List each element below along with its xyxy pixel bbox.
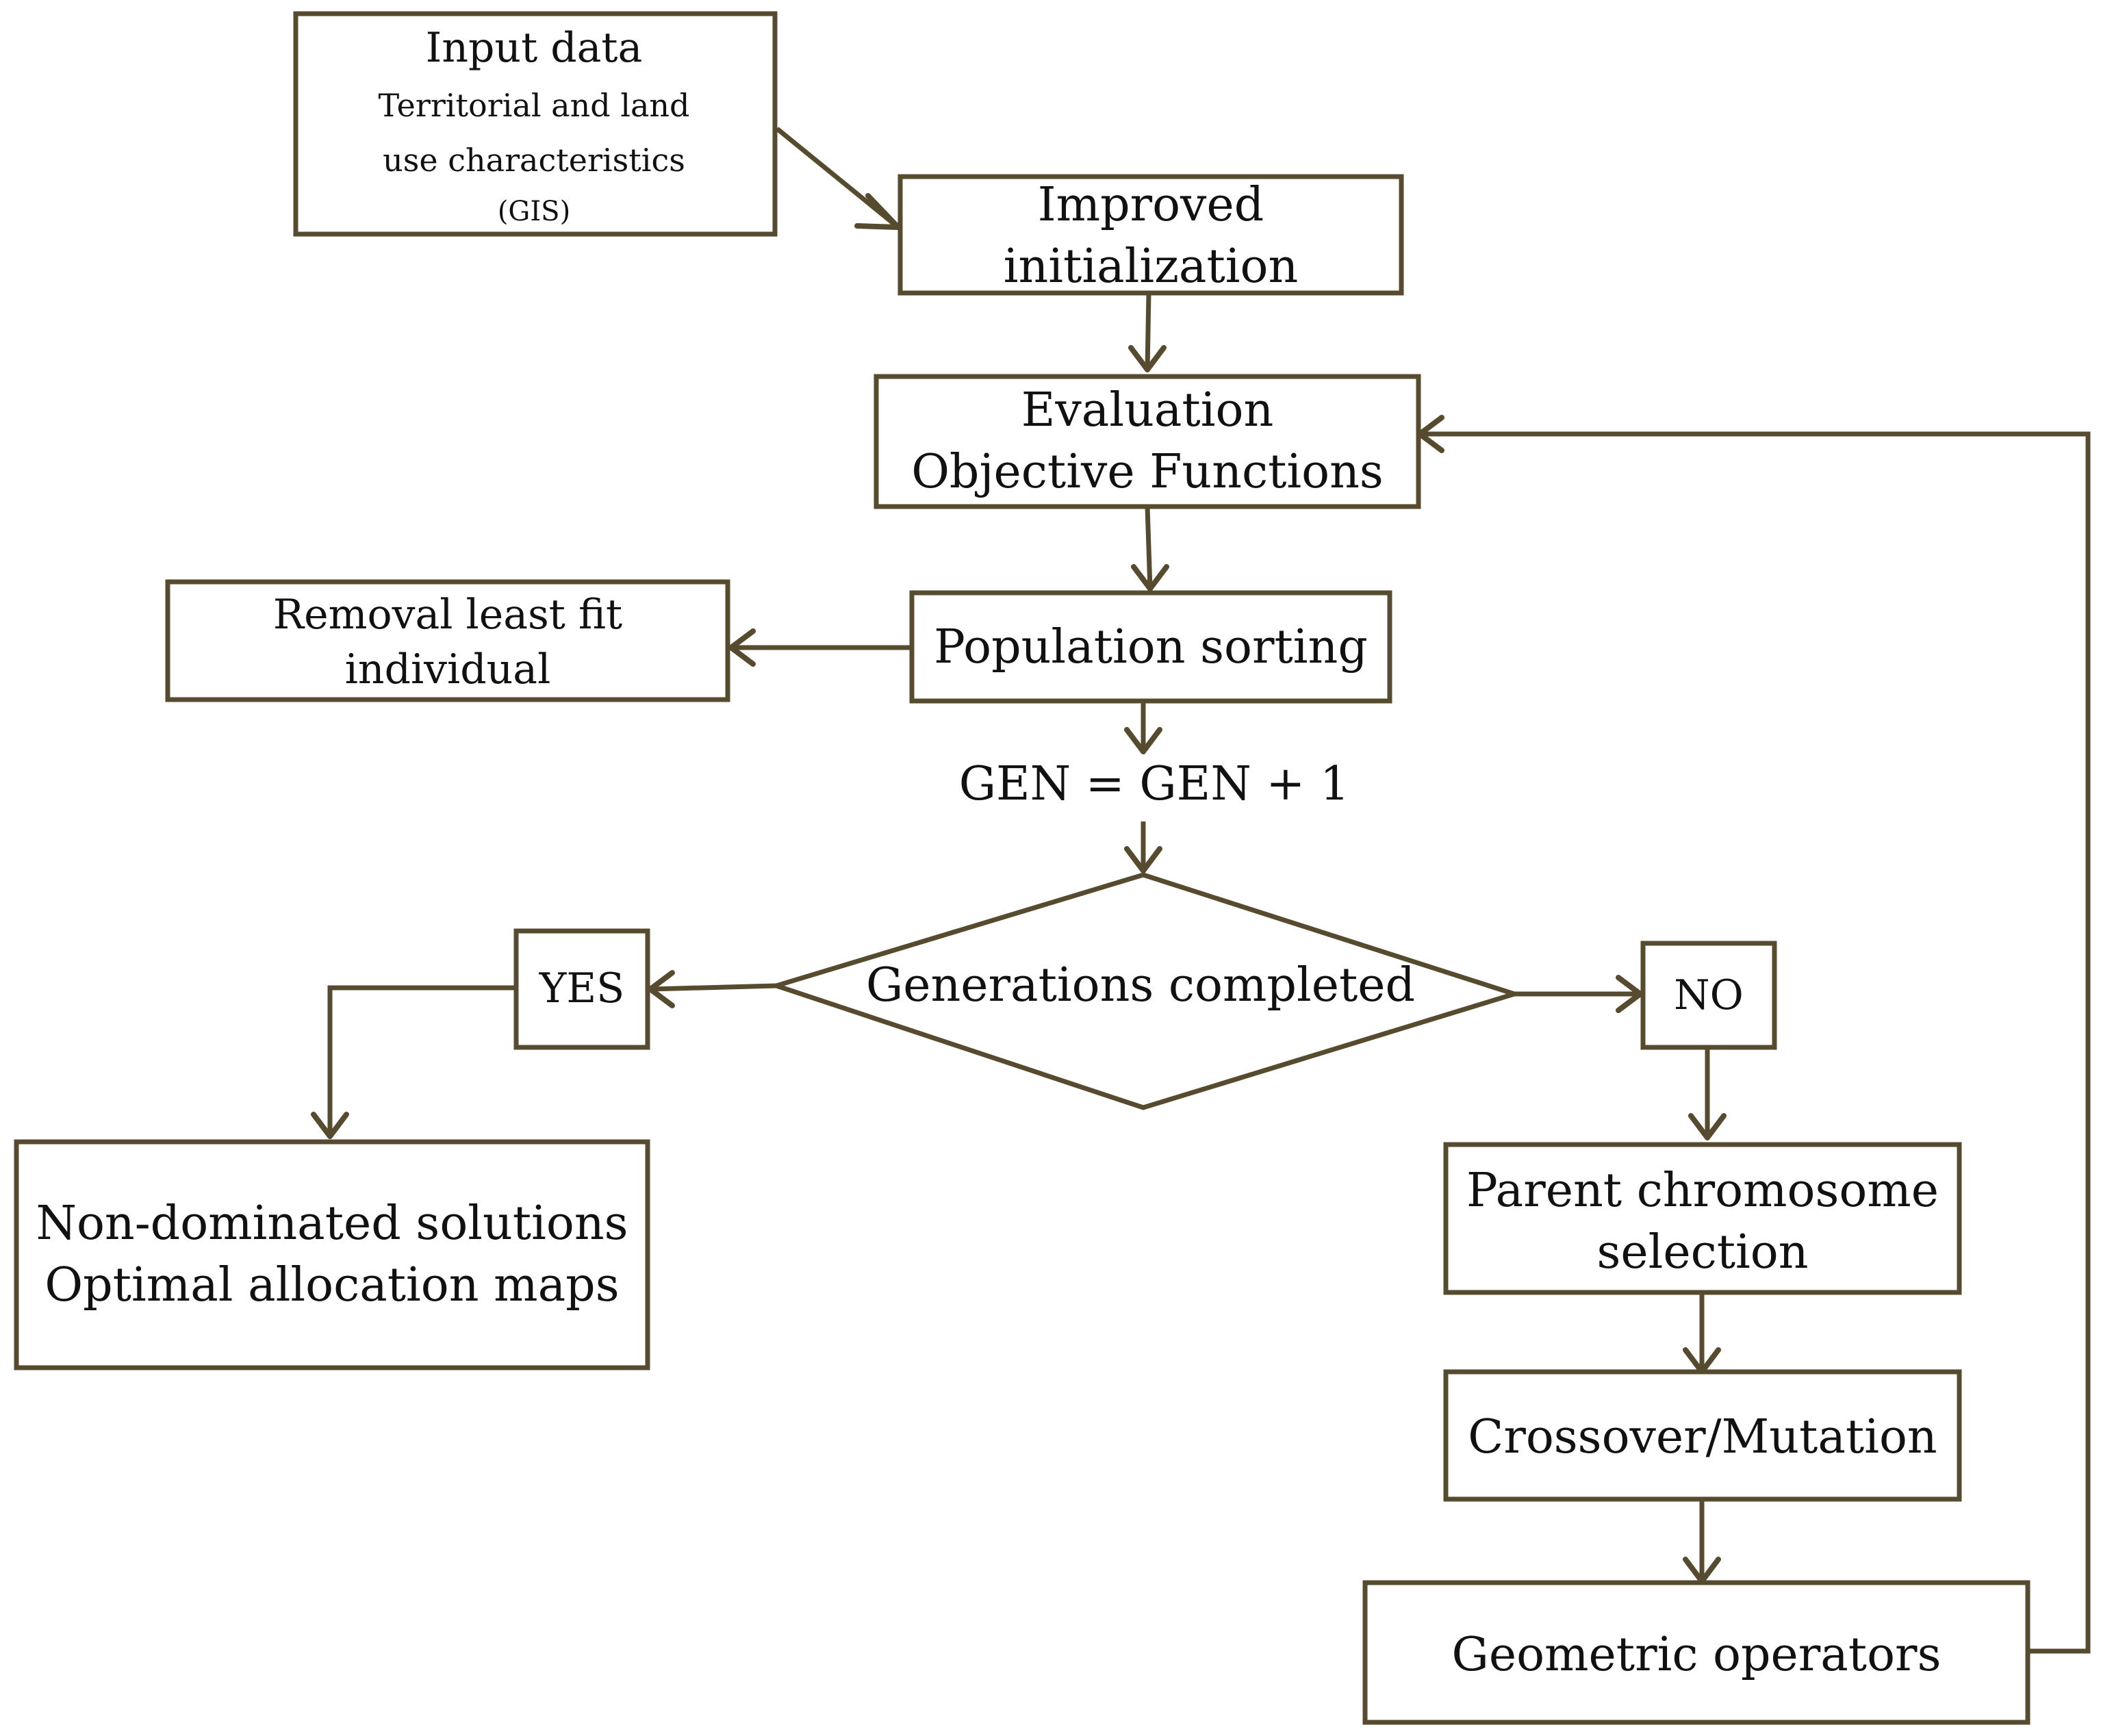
connector-yes-to-solutions [311, 985, 516, 1139]
evaluation-box: Evaluation Objective Functions [874, 374, 1421, 509]
population-sorting-label: Population sorting [934, 620, 1368, 674]
non-dominated-solutions-box: Non-dominated solutions Optimal allocati… [14, 1139, 650, 1370]
evaluation-line-1: Evaluation [1021, 383, 1274, 437]
connector-gen-to-decision [1124, 821, 1162, 873]
geometric-operators-label: Geometric operators [1452, 1628, 1941, 1682]
removal-box: Removal least fit individual [165, 579, 730, 702]
parent-selection-line-1: Parent chromosome [1466, 1164, 1939, 1218]
non-dominated-line-1: Non-dominated solutions [36, 1197, 628, 1251]
no-box: NO [1640, 941, 1777, 1050]
improved-initialization-line-2: initialization [1004, 240, 1299, 294]
parent-selection-box: Parent chromosome selection [1443, 1142, 1962, 1295]
improved-initialization-box: Improved initialization [897, 174, 1404, 296]
gen-counter: GEN = GEN + 1 [959, 757, 1350, 811]
connector-sorting-to-removal [728, 628, 912, 667]
crossover-mutation-box: Crossover/Mutation [1443, 1369, 1962, 1502]
connector-no-to-parent [1688, 1047, 1727, 1140]
no-label: NO [1674, 971, 1744, 1019]
removal-line-2: individual [345, 646, 551, 693]
evaluation-line-2: Objective Functions [911, 445, 1384, 499]
connector-sorting-to-gen [1124, 701, 1162, 754]
connector-crossover-to-geometric [1683, 1499, 1721, 1584]
input-data-box: Input data Territorial and land use char… [293, 11, 778, 237]
crossover-mutation-label: Crossover/Mutation [1468, 1410, 1937, 1464]
connector-input-to-init [775, 127, 901, 230]
connector-parent-to-crossover [1683, 1292, 1721, 1375]
connector-evaluation-to-sorting [1131, 506, 1169, 591]
improved-initialization-line-1: Improved [1038, 178, 1264, 232]
removal-line-1: Removal least fit [273, 591, 622, 639]
input-data-line-1: Territorial and land [379, 87, 690, 124]
input-data-title: Input data [426, 24, 643, 72]
input-data-line-3: (GIS) [498, 196, 570, 227]
yes-box: YES [513, 928, 650, 1050]
yes-label: YES [539, 965, 625, 1012]
connector-decision-to-no [1514, 975, 1643, 1013]
connector-decision-to-yes [648, 970, 777, 1008]
input-data-line-2: use characteristics [383, 142, 685, 179]
decision-diamond: Generations completed [768, 872, 1523, 1110]
connector-init-to-evaluation [1128, 292, 1167, 372]
parent-selection-line-2: selection [1596, 1225, 1808, 1279]
gen-counter-label: GEN = GEN + 1 [959, 757, 1350, 811]
decision-label: Generations completed [866, 958, 1415, 1012]
geometric-operators-box: Geometric operators [1362, 1580, 2030, 1725]
population-sorting-box: Population sorting [909, 590, 1392, 704]
non-dominated-line-2: Optimal allocation maps [44, 1258, 619, 1312]
